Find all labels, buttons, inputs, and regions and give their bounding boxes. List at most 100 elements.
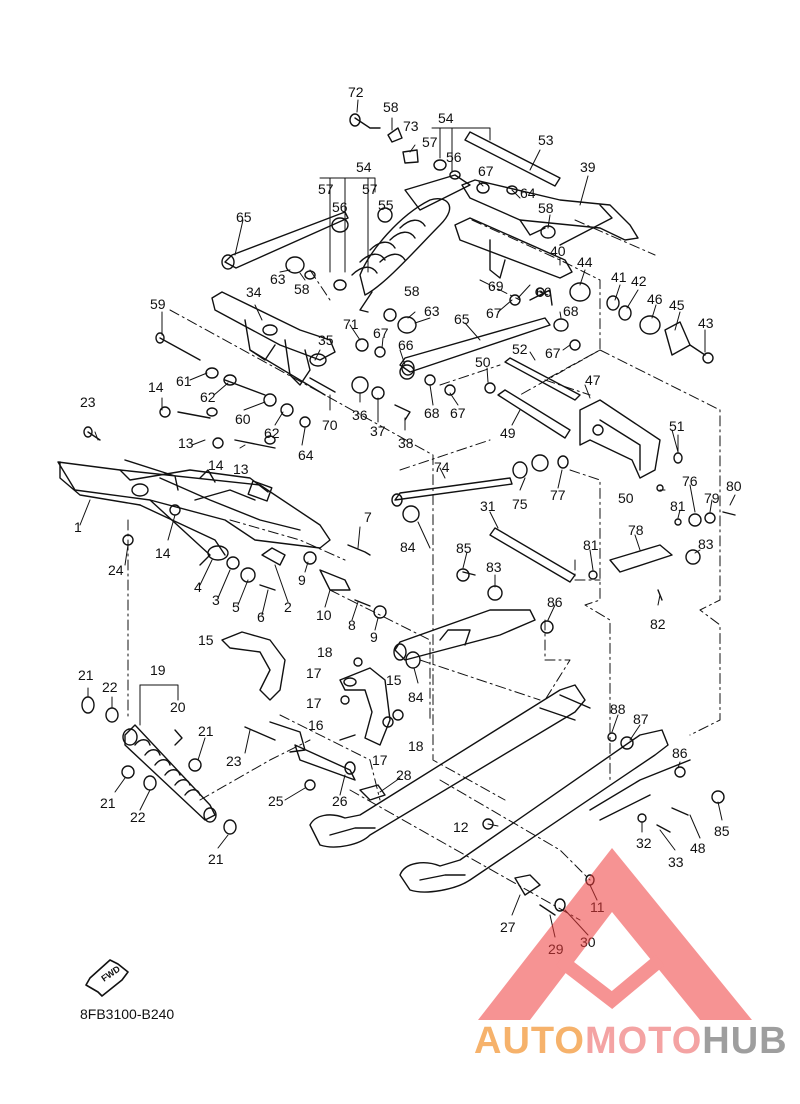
callout-82: 82 — [650, 616, 666, 632]
callout-78: 78 — [628, 522, 644, 538]
callout-14a: 14 — [148, 379, 164, 395]
callout-31: 31 — [480, 498, 496, 514]
callout-41: 41 — [611, 269, 627, 285]
callout-66b: 66 — [398, 337, 414, 353]
callout-1: 1 — [74, 519, 82, 535]
callout-18a: 18 — [317, 644, 333, 660]
slide-rails — [309, 684, 691, 893]
callout-15b: 15 — [386, 672, 402, 688]
callout-49: 49 — [500, 425, 516, 441]
callout-20: 20 — [170, 699, 186, 715]
callout-57c: 57 — [362, 181, 378, 197]
callout-85a: 85 — [456, 540, 472, 556]
callout-50a: 50 — [475, 354, 491, 370]
callout-22a: 22 — [102, 679, 118, 695]
callout-70: 70 — [322, 417, 338, 433]
shock-absorber-upper — [351, 174, 471, 313]
small-parts — [81, 113, 736, 916]
callout-63b: 63 — [424, 303, 440, 319]
callout-23b: 23 — [226, 753, 242, 769]
callout-23a: 23 — [80, 394, 96, 410]
callout-35: 35 — [318, 332, 334, 348]
watermark-text: AUTOMOTOHUB — [474, 1020, 788, 1063]
callout-32: 32 — [636, 835, 652, 851]
callout-40: 40 — [550, 243, 566, 259]
callout-54a: 54 — [438, 110, 454, 126]
upper-arm — [211, 291, 336, 396]
shafts — [221, 131, 581, 583]
callout-65b: 65 — [454, 311, 470, 327]
callout-58d: 58 — [404, 283, 420, 299]
leader-lines — [79, 99, 736, 938]
callout-14c: 14 — [155, 545, 171, 561]
callout-8: 8 — [348, 617, 356, 633]
shock-absorber-lower — [393, 609, 536, 661]
callout-21d: 21 — [208, 851, 224, 867]
callout-88: 88 — [610, 701, 626, 717]
callout-24: 24 — [108, 562, 124, 578]
callout-56a: 56 — [446, 149, 462, 165]
callout-43: 43 — [698, 315, 714, 331]
callout-55: 55 — [378, 197, 394, 213]
callout-21c: 21 — [100, 795, 116, 811]
callout-67e: 67 — [450, 405, 466, 421]
fwd-arrow-icon — [85, 959, 129, 997]
callout-19: 19 — [150, 662, 166, 678]
callout-6: 6 — [257, 609, 265, 625]
callout-74: 74 — [434, 459, 450, 475]
callout-57a: 57 — [422, 134, 438, 150]
torsion-spring — [221, 631, 391, 746]
callout-13a: 13 — [178, 435, 194, 451]
callout-37: 37 — [370, 423, 386, 439]
callout-3: 3 — [212, 592, 220, 608]
callout-33: 33 — [668, 854, 684, 870]
callout-77: 77 — [550, 487, 566, 503]
callout-42: 42 — [631, 273, 647, 289]
callout-39: 39 — [580, 159, 596, 175]
callout-52: 52 — [512, 341, 528, 357]
callout-68b: 68 — [424, 405, 440, 421]
callout-81b: 81 — [583, 537, 599, 553]
callout-84a: 84 — [400, 539, 416, 555]
callout-79: 79 — [704, 490, 720, 506]
callout-21a: 21 — [78, 667, 94, 683]
callout-83a: 83 — [698, 536, 714, 552]
callout-58c: 58 — [294, 281, 310, 297]
callout-12: 12 — [453, 819, 469, 835]
shock-absorber-19 — [122, 724, 217, 823]
callout-87: 87 — [633, 711, 649, 727]
callout-36: 36 — [352, 407, 368, 423]
callout-69: 69 — [488, 278, 504, 294]
callout-22b: 22 — [130, 809, 146, 825]
callout-48: 48 — [690, 840, 706, 856]
callout-61: 61 — [176, 373, 192, 389]
callout-9a: 9 — [298, 572, 306, 588]
callout-labels: 1 2 3 4 5 6 7 8 9 9 10 11 12 13 13 14 14… — [74, 84, 742, 957]
callout-47: 47 — [585, 372, 601, 388]
callout-85b: 85 — [714, 823, 730, 839]
part-code: 8FB3100-B240 — [80, 1006, 175, 1022]
callout-4: 4 — [194, 579, 202, 595]
callout-44: 44 — [577, 254, 593, 270]
callout-27: 27 — [500, 919, 516, 935]
callout-17c: 17 — [372, 752, 388, 768]
callout-60: 60 — [235, 411, 251, 427]
callout-50b: 50 — [618, 490, 634, 506]
callout-83b: 83 — [486, 559, 502, 575]
front-arm — [454, 179, 639, 279]
callout-17b: 17 — [306, 695, 322, 711]
callout-17a: 17 — [306, 665, 322, 681]
callout-84b: 84 — [408, 689, 424, 705]
callout-53: 53 — [538, 132, 554, 148]
callout-68a: 68 — [563, 303, 579, 319]
callout-58b: 58 — [538, 200, 554, 216]
callout-25: 25 — [268, 793, 284, 809]
callout-58a: 58 — [383, 99, 399, 115]
reference-lines — [127, 219, 721, 921]
callout-13b: 13 — [233, 461, 249, 477]
callout-75: 75 — [512, 496, 528, 512]
callout-71: 71 — [343, 316, 359, 332]
callout-86a: 86 — [547, 594, 563, 610]
callout-64a: 64 — [520, 185, 536, 201]
